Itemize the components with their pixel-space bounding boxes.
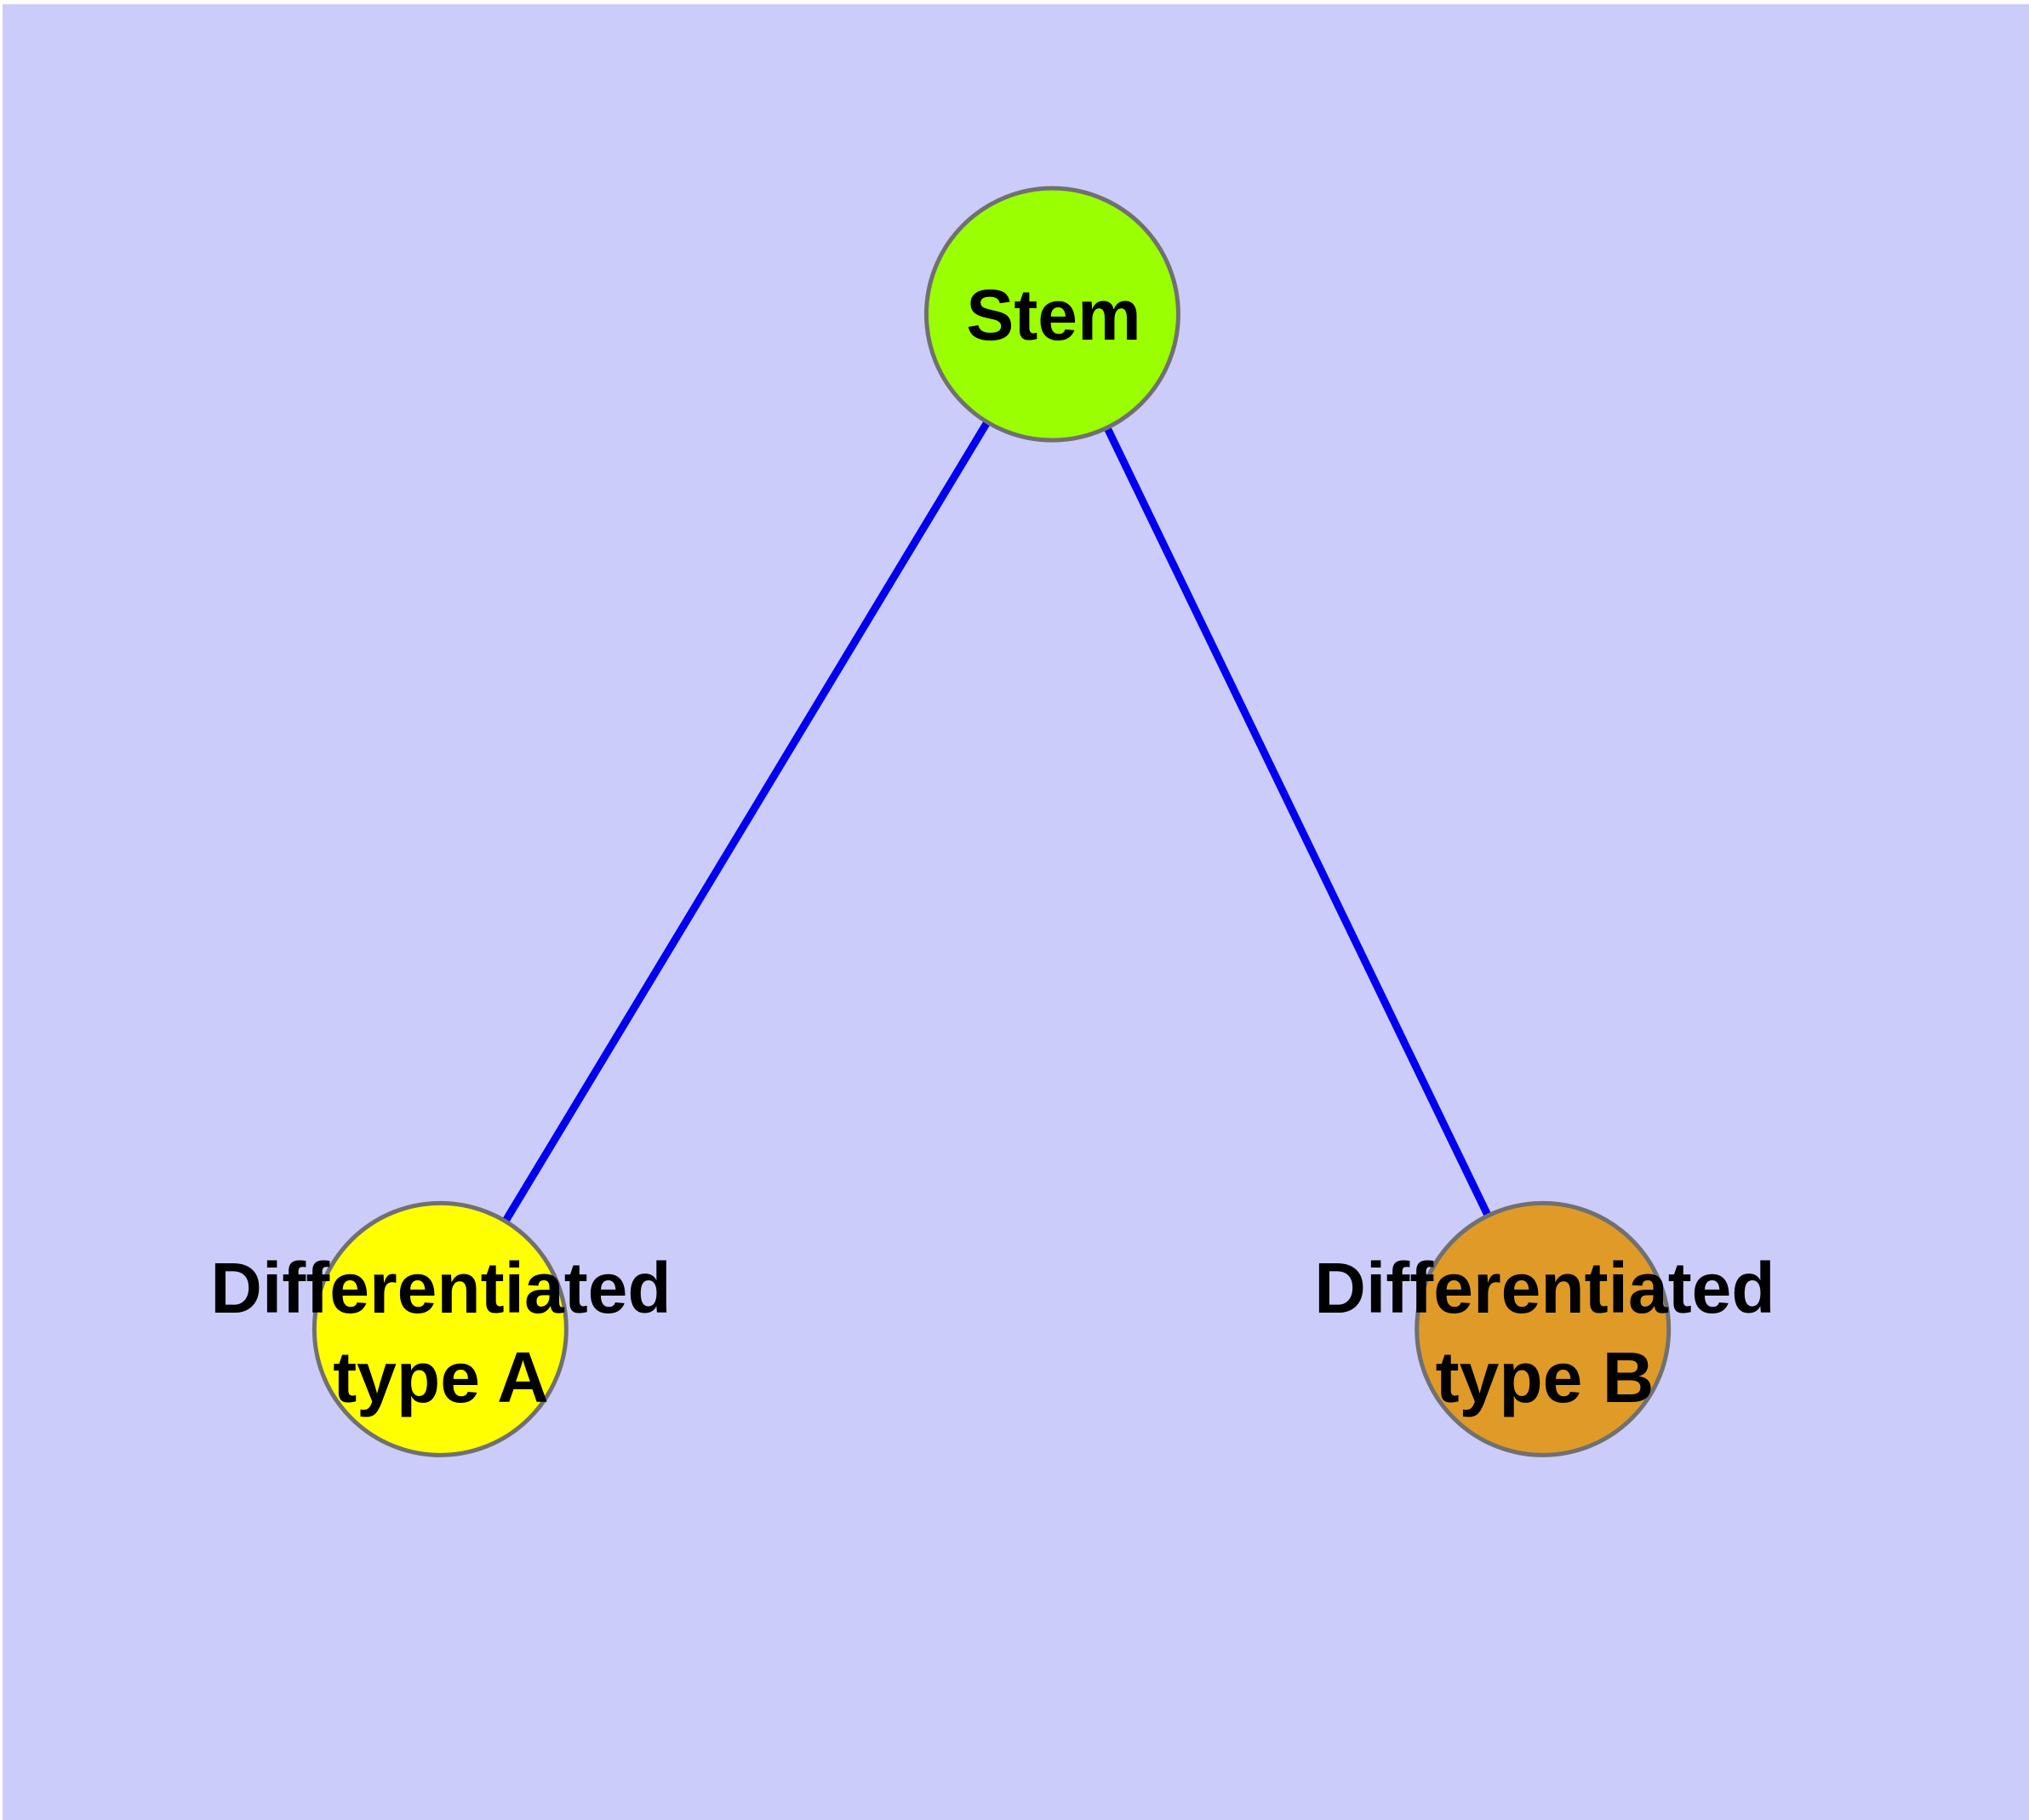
node-differentiated-type-b[interactable] bbox=[1415, 1200, 1672, 1457]
graph-plot-area: Stem Differentiated type A Differentiate… bbox=[3, 4, 2029, 1820]
graph-svg: Stem Differentiated type A Differentiate… bbox=[3, 4, 2029, 1820]
node-differentiated-type-a[interactable] bbox=[311, 1200, 569, 1457]
node-differentiated-type-a-label-line1: Differentiated bbox=[210, 1248, 671, 1328]
node-label-layer: Stem Differentiated type A Differentiate… bbox=[210, 275, 1775, 1417]
edge-stem-to-differentiated-type-a[interactable] bbox=[437, 312, 1056, 1331]
node-differentiated-type-b-label-line1: Differentiated bbox=[1314, 1248, 1775, 1328]
node-differentiated-type-b-label-line2: type B bbox=[1436, 1337, 1655, 1417]
node-stem-label: Stem bbox=[966, 275, 1140, 355]
node-stem[interactable] bbox=[923, 186, 1180, 443]
node-differentiated-type-a-label-line2: type A bbox=[333, 1337, 549, 1417]
edge-stem-to-differentiated-type-b[interactable] bbox=[1049, 312, 1546, 1331]
node-layer bbox=[311, 186, 1672, 1457]
edge-layer bbox=[437, 312, 1546, 1331]
